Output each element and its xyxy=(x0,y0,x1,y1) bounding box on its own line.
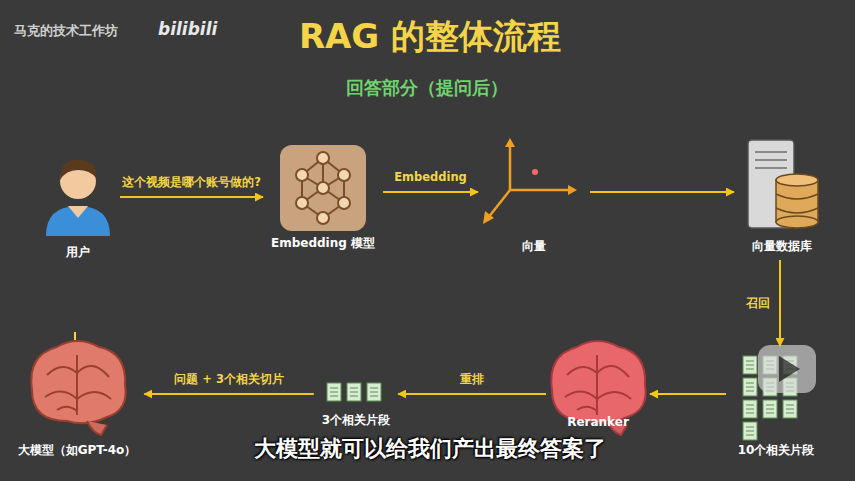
flow-node: 向量 xyxy=(482,136,586,256)
flow-arrow xyxy=(144,393,313,395)
play-overlay xyxy=(758,345,816,393)
vector-database-icon xyxy=(748,140,818,228)
node-label: 向量 xyxy=(522,239,546,254)
node-label: 向量数据库 xyxy=(752,239,812,254)
flow-node: 用户 xyxy=(40,150,116,262)
doc-icon xyxy=(783,400,797,418)
flow-node: 3个相关片段 xyxy=(318,378,394,430)
node-label: 用户 xyxy=(66,245,90,260)
flow-arrow xyxy=(650,393,726,395)
flow-node: 10个相关片段 xyxy=(730,350,822,460)
flow-arrow xyxy=(120,196,263,198)
user-icon xyxy=(46,160,110,236)
video-subtitle: 大模型就可以给我们产出最终答案了 xyxy=(254,434,606,464)
doc-icon xyxy=(743,422,757,440)
doc-icon xyxy=(743,400,757,418)
doc-icon xyxy=(743,356,757,374)
doc-icon xyxy=(743,378,757,396)
flow-arrow xyxy=(590,191,734,193)
vector-axes xyxy=(483,138,577,224)
embedding-model-icon xyxy=(280,145,366,231)
doc-icon xyxy=(367,383,381,401)
arrow-label: 召回 xyxy=(746,296,770,310)
arrow-label: Embedding xyxy=(394,170,467,184)
flow-arrow xyxy=(779,260,781,346)
watermark: 马克的技术工作坊 xyxy=(14,22,118,40)
flow-arrow xyxy=(398,393,546,395)
flow-arrow xyxy=(383,191,478,193)
three-docs-icon xyxy=(327,383,381,401)
title: RAG 的整体流程 xyxy=(299,14,561,60)
doc-icon xyxy=(347,383,361,401)
reranker-brain xyxy=(551,341,645,435)
arrow-label: 这个视频是哪个账号做的? xyxy=(122,175,261,189)
llm-tick xyxy=(74,332,76,340)
flow-node: Reranker xyxy=(550,342,646,432)
node-label: 10个相关片段 xyxy=(738,443,815,458)
bilibili-logo: bilibili xyxy=(158,19,217,39)
flow-node: Embedding 模型 xyxy=(267,140,379,253)
node-label: Reranker xyxy=(567,415,629,430)
llm-brain xyxy=(31,341,125,435)
subtitle: 回答部分（提问后） xyxy=(346,76,508,100)
flow-node: 大模型（如GPT-4o） xyxy=(14,340,141,460)
node-label: 3个相关片段 xyxy=(322,413,390,428)
doc-icon xyxy=(763,400,777,418)
node-label: 大模型（如GPT-4o） xyxy=(18,443,137,458)
doc-icon xyxy=(327,383,341,401)
flow-node: 向量数据库 xyxy=(738,134,826,256)
node-label: Embedding 模型 xyxy=(271,236,375,251)
arrow-label: 问题 + 3个相关切片 xyxy=(174,372,284,386)
arrow-label: 重排 xyxy=(460,372,484,386)
